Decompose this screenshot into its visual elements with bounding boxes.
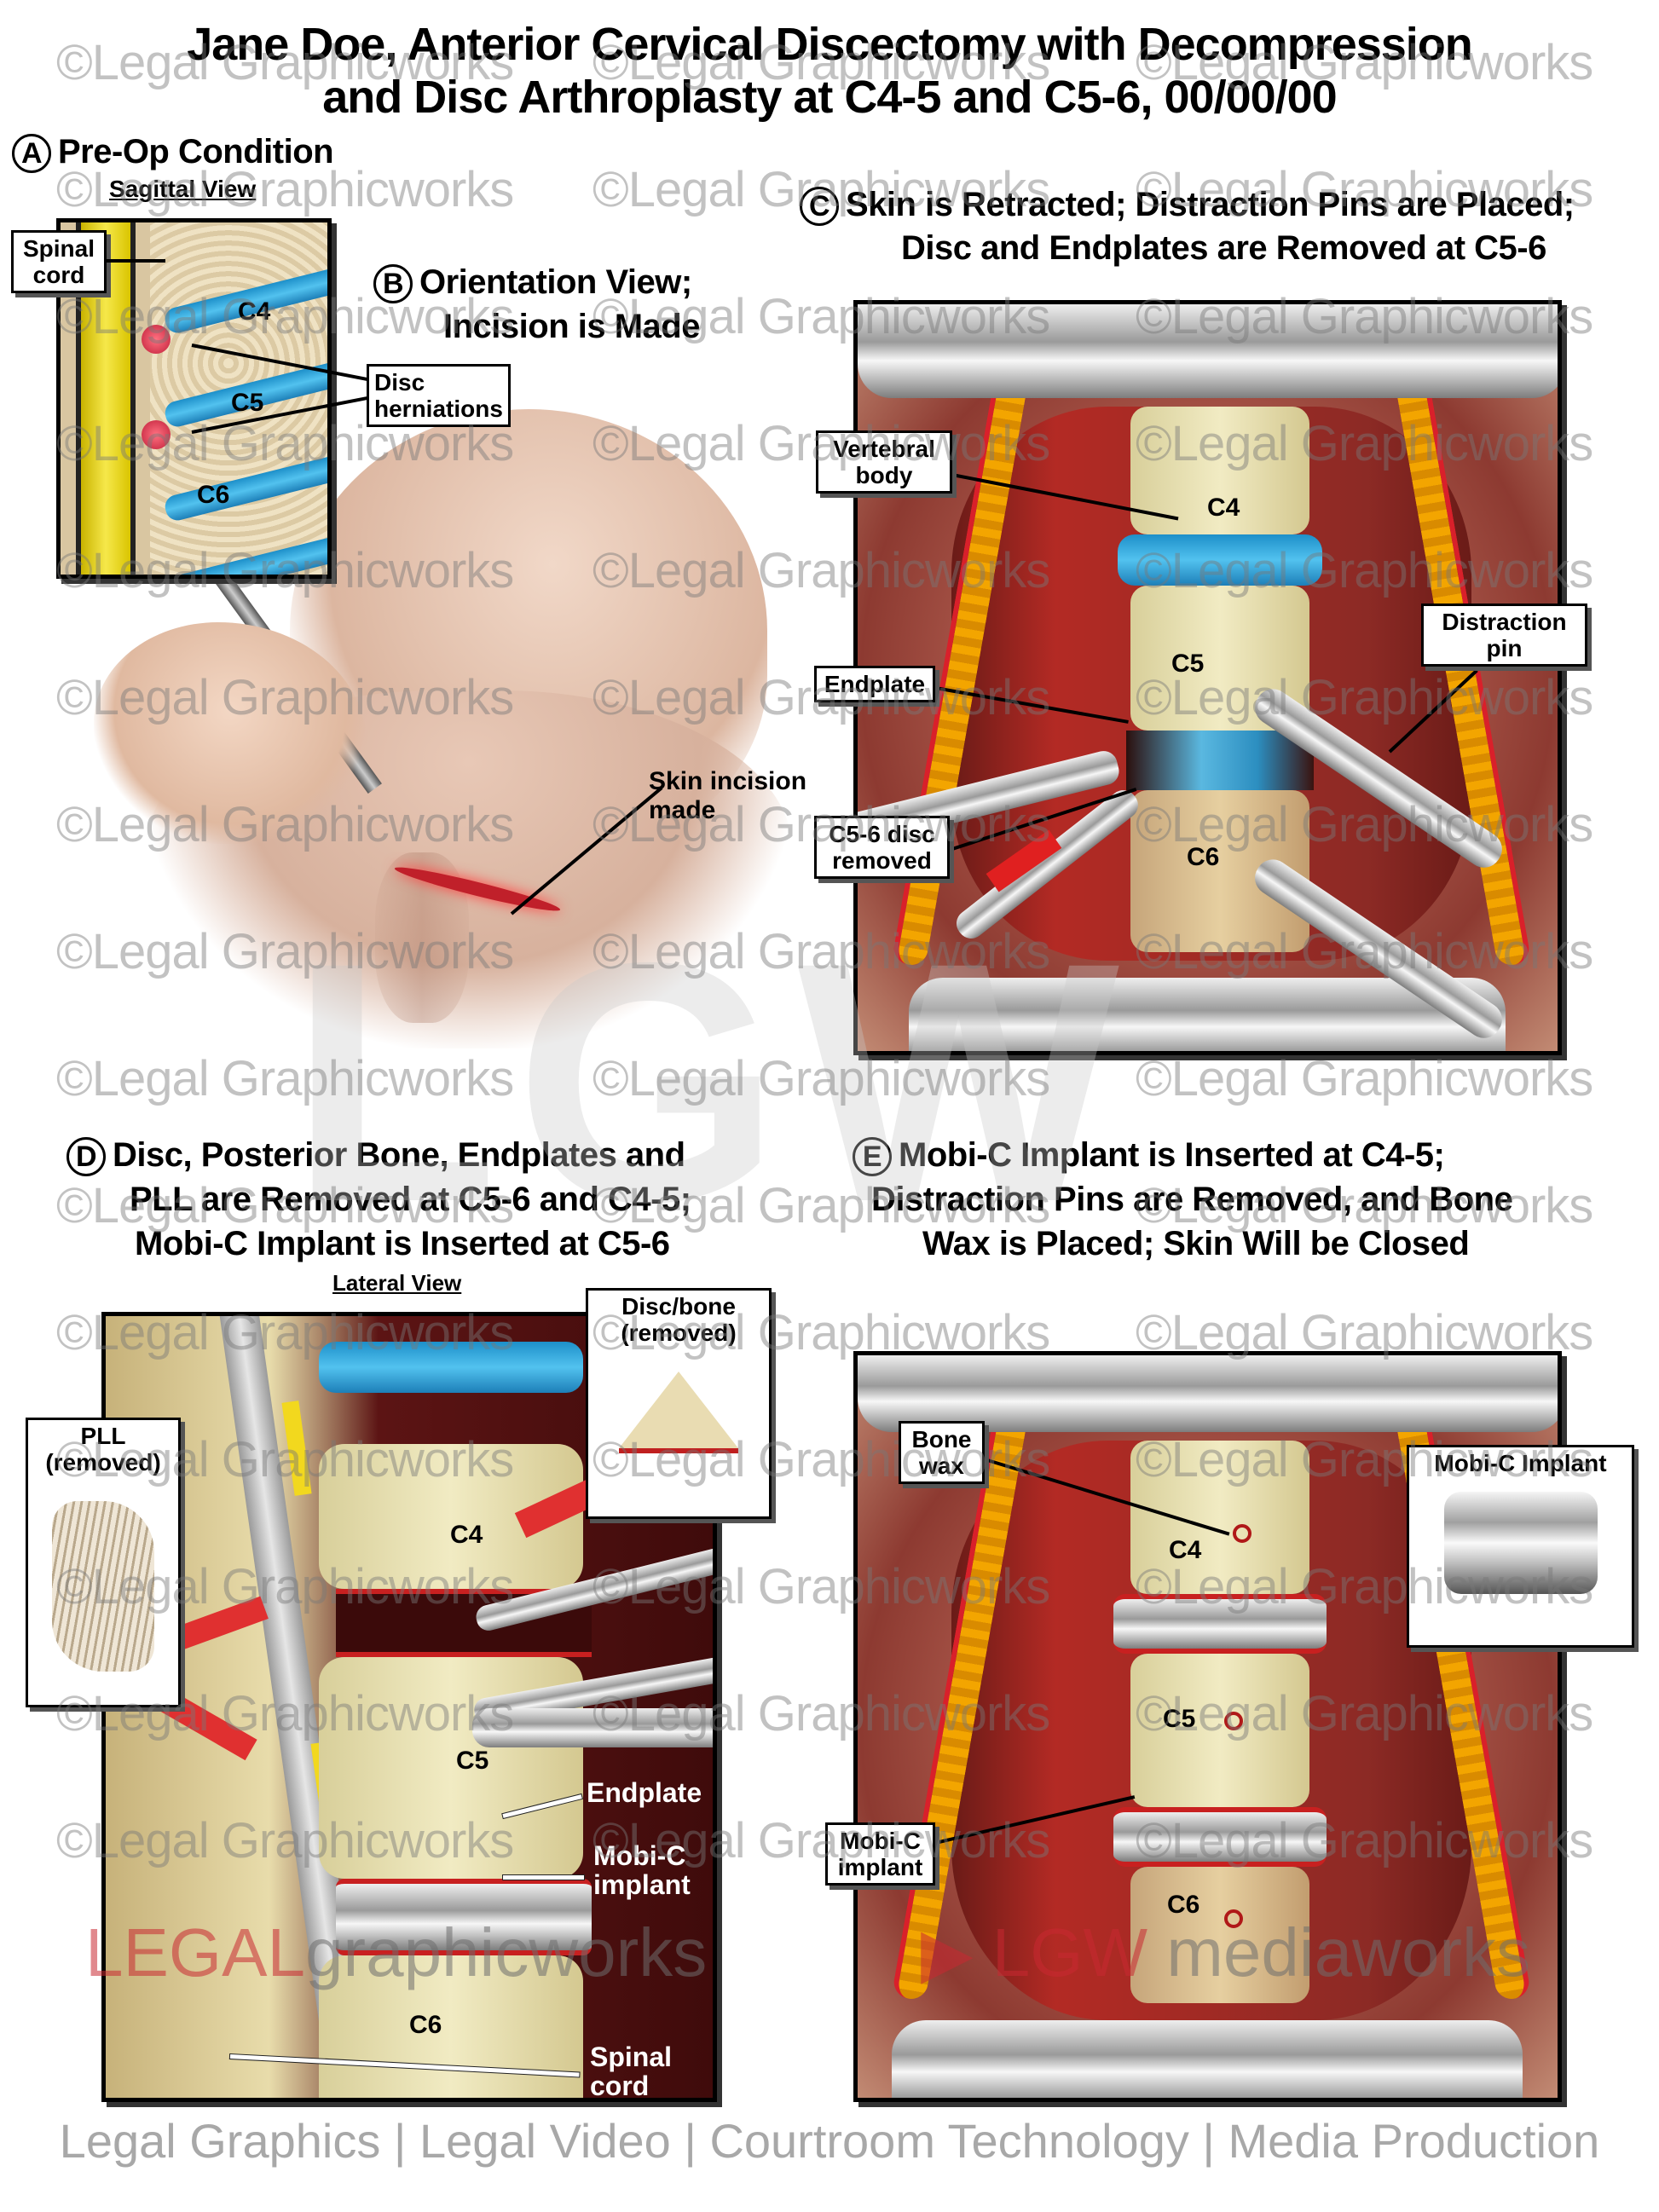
bone-wax-c5 xyxy=(1224,1712,1243,1730)
panel-c-title-1: Skin is Retracted; Distraction Pins are … xyxy=(846,186,1575,223)
e-c5-label: C5 xyxy=(1163,1705,1196,1733)
panel-b-title-1: Orientation View; xyxy=(419,263,692,301)
bone-wax-c4 xyxy=(1233,1524,1251,1543)
panel-d-image: C4 C5 C6 xyxy=(101,1312,717,2102)
pll-tissue xyxy=(52,1501,154,1672)
d-endplate-label: Endplate xyxy=(587,1777,702,1808)
e-c6-label: C6 xyxy=(1167,1891,1200,1919)
mobi-c-implant-inset: Mobi-C Implant xyxy=(1407,1445,1634,1648)
d-distraction-pin xyxy=(472,1708,713,1747)
endplate-label: Endplate xyxy=(814,666,935,702)
e-c5-6-implant xyxy=(1113,1807,1327,1867)
legal-graphicworks-logo: LEGALgraphicworks xyxy=(85,1915,708,1990)
panel-e-heading-3: Wax is Placed; Skin Will be Closed xyxy=(922,1225,1470,1262)
neck-illustration xyxy=(94,409,801,1083)
c-c6-label: C6 xyxy=(1187,843,1220,871)
pll-removed-label: PLL(removed) xyxy=(26,1418,181,1707)
sagittal-c6-label: C6 xyxy=(197,481,230,509)
panel-d-letter: D xyxy=(66,1137,106,1177)
e-c5-vertebra xyxy=(1130,1654,1309,1807)
lgw-big-watermark: LGW xyxy=(290,892,1137,1273)
panel-a-letter: A xyxy=(12,134,51,174)
retractor-bottom xyxy=(909,978,1506,1051)
disc-bone-removed-label: Disc/bone(removed) xyxy=(586,1288,772,1519)
watermark-text: ©Legal Graphicworks xyxy=(1136,1051,1593,1106)
d-c3-4-disc xyxy=(319,1342,583,1393)
sagittal-c4-label: C4 xyxy=(238,297,271,326)
panel-d-heading-2: PLL are Removed at C5-6 and C4-5; xyxy=(130,1181,691,1218)
e-c6-vertebra xyxy=(1130,1867,1309,2003)
panel-e-letter: E xyxy=(853,1137,892,1177)
panel-d-title-1: Disc, Posterior Bone, Endplates and xyxy=(113,1136,685,1174)
footer-tagline: Legal Graphics | Legal Video | Courtroom… xyxy=(59,2114,1600,2168)
panel-c-letter: C xyxy=(800,187,839,227)
e-c4-vertebra xyxy=(1130,1441,1309,1594)
removed-disc-space xyxy=(1126,731,1314,790)
panel-b-heading-2: Incision is Made xyxy=(443,308,700,345)
c-c5-label: C5 xyxy=(1171,650,1205,678)
lgw-mediaworks-logo: ▶ LGW mediaworks xyxy=(921,1915,1531,1990)
d-implant-leader xyxy=(503,1875,584,1880)
panel-a-title: Pre-Op Condition xyxy=(58,133,334,170)
d-c5-label: C5 xyxy=(456,1747,489,1775)
panel-c-image: C4 C5 C6 xyxy=(853,300,1562,1055)
panel-c-heading-2: Disc and Endplates are Removed at C5-6 xyxy=(901,229,1546,267)
e-c4-label: C4 xyxy=(1169,1536,1202,1564)
d-c4-label: C4 xyxy=(450,1521,483,1549)
c4-5-disc xyxy=(1118,534,1322,586)
d-c6-label: C6 xyxy=(409,2011,442,2039)
panel-b-letter: B xyxy=(373,264,413,304)
spinal-cord-leader xyxy=(106,259,165,263)
title-line-2: and Disc Arthroplasty at C4-5 and C5-6, … xyxy=(322,72,1337,123)
hand xyxy=(94,622,367,844)
sagittal-view-label: Sagittal View xyxy=(109,176,257,202)
bone-wax-c6 xyxy=(1224,1909,1243,1928)
sagittal-c5-label: C5 xyxy=(231,389,264,417)
e-retractor-top xyxy=(858,1355,1558,1432)
title-line-1: Jane Doe, Anterior Cervical Discectomy w… xyxy=(187,19,1473,70)
herniation-c4-5 xyxy=(142,325,171,354)
panel-e-title-1: Mobi-C Implant is Inserted at C4-5; xyxy=(899,1136,1445,1174)
herniation-c5-6 xyxy=(142,420,171,449)
e-c4-5-implant xyxy=(1113,1594,1327,1654)
panel-d-heading-3: Mobi-C Implant is Inserted at C5-6 xyxy=(135,1225,670,1262)
e-retractor-bottom xyxy=(892,2020,1523,2098)
c-c4-label: C4 xyxy=(1207,494,1240,522)
panel-e-heading-2: Distraction Pins are Removed, and Bone xyxy=(871,1181,1513,1218)
disc-bone-fragment xyxy=(619,1372,738,1448)
lateral-view-label: Lateral View xyxy=(332,1270,462,1296)
mobi-c-implant-picture xyxy=(1443,1492,1598,1594)
retractor-top xyxy=(858,304,1558,398)
d-mobi-c-implant xyxy=(336,1879,592,1955)
